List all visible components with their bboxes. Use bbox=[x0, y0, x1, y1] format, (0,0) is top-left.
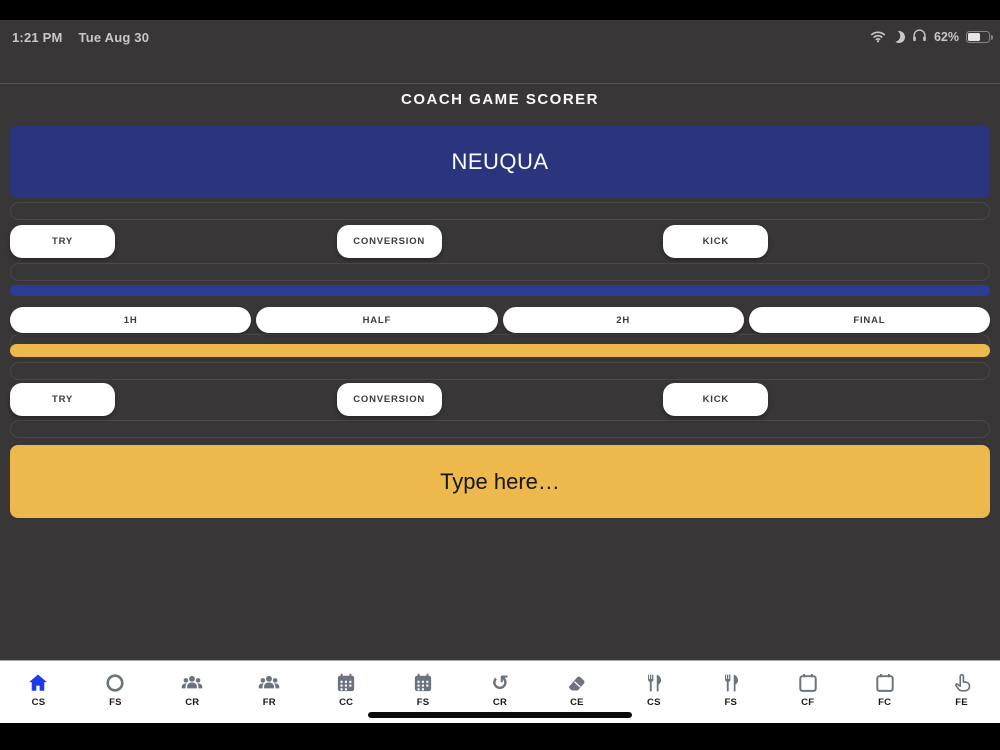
headphones-icon bbox=[912, 28, 927, 46]
period-2h-button[interactable]: 2H bbox=[502, 307, 744, 333]
top-kick-button[interactable]: KICK bbox=[663, 225, 769, 258]
status-left: 1:21 PM Tue Aug 30 bbox=[12, 30, 149, 45]
home-icon bbox=[27, 671, 49, 695]
tab-cs[interactable]: CS bbox=[0, 661, 77, 723]
tab-fs[interactable]: FS bbox=[692, 661, 769, 723]
utensils-icon bbox=[643, 671, 665, 695]
hand-icon bbox=[951, 671, 973, 695]
team-name: NEUQUA bbox=[451, 149, 549, 174]
tab-label: CS bbox=[31, 697, 46, 708]
empty-score-slot bbox=[10, 263, 990, 281]
clock-date: Tue Aug 30 bbox=[78, 29, 150, 45]
tab-label: CE bbox=[570, 697, 584, 708]
battery-icon bbox=[966, 31, 993, 43]
users-icon bbox=[257, 671, 281, 695]
status-bar: 1:21 PM Tue Aug 30 bbox=[12, 26, 993, 48]
tab-fe[interactable]: FE bbox=[923, 661, 1000, 723]
calendar-grid-icon bbox=[335, 671, 357, 695]
tab-label: CR bbox=[185, 697, 200, 708]
calendar-blank-icon bbox=[874, 671, 896, 695]
navy-divider-bar bbox=[10, 285, 990, 296]
tab-cr[interactable]: ↺ CR bbox=[462, 661, 539, 723]
empty-score-slot bbox=[10, 362, 990, 380]
tab-fr[interactable]: FR bbox=[231, 661, 308, 723]
tab-cs[interactable]: CS bbox=[615, 661, 692, 723]
tab-fc[interactable]: FC bbox=[846, 661, 923, 723]
empty-score-slot bbox=[10, 202, 990, 220]
tab-cr[interactable]: CR bbox=[154, 661, 231, 723]
tab-label: CS bbox=[647, 697, 661, 708]
bottom-conversion-button[interactable]: CONVERSION bbox=[336, 383, 442, 416]
bottom-try-button[interactable]: TRY bbox=[10, 383, 115, 416]
header-divider bbox=[0, 83, 1000, 84]
calendar-blank-icon bbox=[797, 671, 819, 695]
tab-fs[interactable]: FS bbox=[385, 661, 462, 723]
users-icon bbox=[180, 671, 204, 695]
tab-label: CF bbox=[801, 697, 815, 708]
page-title: COACH GAME SCORER bbox=[400, 91, 599, 108]
tab-label: FC bbox=[878, 697, 892, 708]
moon-icon bbox=[891, 29, 906, 44]
period-1h-button[interactable]: 1H bbox=[10, 307, 252, 333]
calendar-grid-icon bbox=[412, 671, 434, 695]
clock-time: 1:21 PM bbox=[12, 29, 63, 45]
empty-score-slot bbox=[10, 420, 990, 438]
tab-label: FS bbox=[724, 697, 738, 708]
period-final-button[interactable]: FINAL bbox=[748, 307, 990, 333]
tab-label: FS bbox=[416, 697, 430, 708]
tab-label: CC bbox=[339, 697, 354, 708]
tab-label: CR bbox=[492, 697, 508, 708]
undo-icon: ↺ bbox=[491, 671, 509, 695]
top-conversion-button[interactable]: CONVERSION bbox=[336, 225, 442, 258]
tab-label: FR bbox=[262, 697, 276, 708]
gold-divider-bar bbox=[10, 344, 990, 357]
tab-label: FS bbox=[109, 697, 122, 708]
action-row-top: TRY CONVERSION KICK bbox=[10, 225, 990, 258]
tab-cf[interactable]: CF bbox=[769, 661, 846, 723]
top-try-button[interactable]: TRY bbox=[10, 225, 115, 258]
tab-cc[interactable]: CC bbox=[308, 661, 385, 723]
period-half-button[interactable]: HALF bbox=[256, 307, 498, 333]
coach-game-scorer-app: 1:21 PM Tue Aug 30 bbox=[0, 20, 1000, 723]
note-input[interactable] bbox=[10, 445, 990, 518]
wifi-icon bbox=[870, 28, 886, 47]
tab-ce[interactable]: CE bbox=[538, 661, 615, 723]
action-row-bottom: TRY CONVERSION KICK bbox=[10, 383, 990, 416]
tab-label: FE bbox=[955, 697, 968, 708]
home-indicator[interactable] bbox=[368, 712, 632, 718]
status-right: 62% bbox=[870, 28, 993, 47]
utensils-icon bbox=[720, 671, 742, 695]
bottom-kick-button[interactable]: KICK bbox=[663, 383, 769, 416]
tab-fs[interactable]: FS bbox=[77, 661, 154, 723]
battery-percent: 62% bbox=[933, 30, 959, 44]
circle-icon bbox=[104, 671, 126, 695]
eraser-icon bbox=[565, 671, 588, 695]
team-banner[interactable]: NEUQUA bbox=[10, 126, 990, 198]
